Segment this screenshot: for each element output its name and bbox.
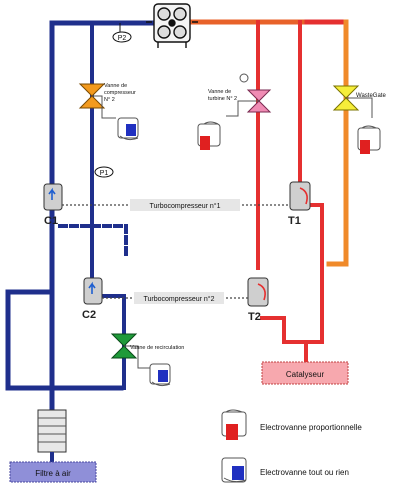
air-filter-label: Filtre à air [35,469,71,478]
recirculation-valve-icon [110,333,150,369]
air-filter-box [9,461,97,483]
legend-onoff-label: Electrovanne tout ou rien [260,468,349,477]
turbine-valve-label-2: turbine N° 2 [208,96,237,102]
turbo2-label-box [134,292,224,304]
engine-icon [146,3,198,48]
intake-pipes [5,20,163,413]
compressor-c2 [83,277,103,305]
legend-proportional-icon [221,409,247,440]
t1-label: T1 [288,215,301,227]
recirc-valve-label: Vanne de recirculation [130,345,184,351]
intake-bottom-solid [5,289,85,391]
wastegate-solenoid-icon [357,125,381,154]
p1-label: P1 [100,170,109,177]
turbine-t1 [289,181,311,211]
wastegate-dashed-line [321,19,349,267]
legend-proportional-label: Electrovanne proportionnelle [260,423,362,432]
wastegate-valve-icon [332,85,373,118]
recirc-solenoid-icon [149,363,171,387]
exhaust-pipes [179,19,349,364]
legend-onoff-icon [221,457,247,483]
turbine-valve-icon [226,73,272,117]
pressure-sensor-p2: P2 [112,23,132,43]
compressor-valve-icon [78,83,116,119]
catalyst-label: Catalyseur [286,370,325,379]
catalyst-box [261,361,349,385]
c1-label: C1 [44,215,58,227]
intake-main-left [49,20,163,413]
t2-label: T2 [248,311,261,323]
onoff-solenoid-icon [117,117,139,141]
turbo1-label-box [130,199,240,211]
exhaust-outlet-turbine2 [260,316,308,364]
turbine-t2 [247,277,269,307]
p2-label: P2 [118,35,127,42]
proportional-solenoid-icon [197,121,221,150]
compressor-valve-label: Vanne de compresseur N° 2 [104,83,137,103]
air-filter-icon [37,409,67,462]
pressure-sensor-p1: P1 [94,166,114,178]
turbine-valve-label: Vanne de turbine N° 2 [208,89,237,102]
turbo1-label: Turbocompresseur n°1 [149,202,220,210]
intake-dashed-c1 [58,224,128,260]
turbine-valve-label-1: Vanne de [208,89,231,95]
exhaust-outlet-turbine1 [304,203,324,344]
compressor-c1 [43,183,63,211]
turbo2-label: Turbocompresseur n°2 [143,295,214,303]
wastegate-label: WasteGate [356,93,386,99]
c2-label: C2 [82,309,96,321]
compressor-valve-label-2: compresseur [104,90,136,96]
compressor-valve-label-1: Vanne de [104,83,127,89]
compressor-valve-label-3: N° 2 [104,97,115,103]
